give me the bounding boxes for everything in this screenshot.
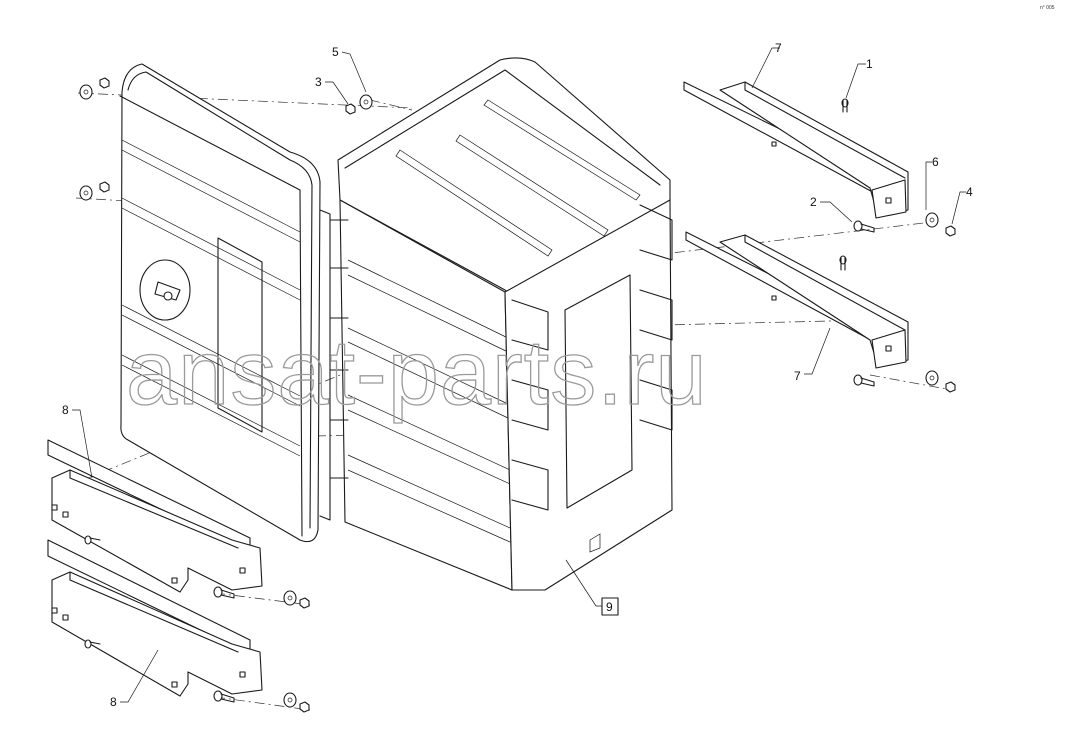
nut-icon <box>299 597 310 609</box>
bolt-icon <box>839 255 847 271</box>
nut-icon <box>299 701 310 713</box>
nut-icon <box>99 77 110 89</box>
nut-icon <box>945 225 956 237</box>
bolt-icon <box>213 690 235 703</box>
nut-icon <box>99 181 110 193</box>
callout-9: 9 <box>606 600 613 614</box>
washer-icon <box>283 692 297 708</box>
leader-lines <box>72 47 966 703</box>
lock-cylinder <box>163 291 173 301</box>
nut-icon <box>945 381 956 393</box>
washer-icon <box>283 590 297 606</box>
figure-code: n° 005 <box>1040 5 1055 11</box>
bracket-7-upper <box>683 81 909 219</box>
callout-4: 4 <box>966 185 973 199</box>
bracket-8-upper <box>47 439 263 593</box>
bolt-icon <box>84 535 101 545</box>
callout-7-upper: 7 <box>775 41 782 55</box>
callout-2: 2 <box>810 195 817 209</box>
callouts: 5 3 1 7 2 6 4 7 8 8 9 <box>62 41 973 709</box>
washer-icon <box>925 212 939 228</box>
fasteners <box>79 77 956 713</box>
watermark-text: ansat-parts.ru <box>126 322 708 424</box>
washer-icon <box>79 185 93 201</box>
toolbox-body <box>329 57 673 591</box>
washer-icon <box>359 94 373 110</box>
washer-icon <box>925 370 939 386</box>
callout-3: 3 <box>315 75 322 89</box>
callout-6: 6 <box>932 155 939 169</box>
bolt-icon <box>853 374 875 387</box>
bolt-icon <box>853 220 875 233</box>
nut-icon <box>345 103 356 115</box>
lock-housing <box>139 259 191 321</box>
washer-icon <box>79 84 93 100</box>
bolt-icon <box>213 586 235 599</box>
bracket-7-lower <box>685 231 909 369</box>
callout-5: 5 <box>332 45 339 59</box>
callout-9-box <box>601 597 619 616</box>
toolbox-lid <box>119 63 331 543</box>
bolt-icon <box>84 639 101 649</box>
callout-8-upper: 8 <box>62 403 69 417</box>
callout-7-lower: 7 <box>794 369 801 383</box>
callout-8-lower: 8 <box>110 695 117 709</box>
bolt-icon <box>841 98 849 113</box>
callout-1: 1 <box>866 57 873 71</box>
bracket-8-lower <box>47 539 263 697</box>
